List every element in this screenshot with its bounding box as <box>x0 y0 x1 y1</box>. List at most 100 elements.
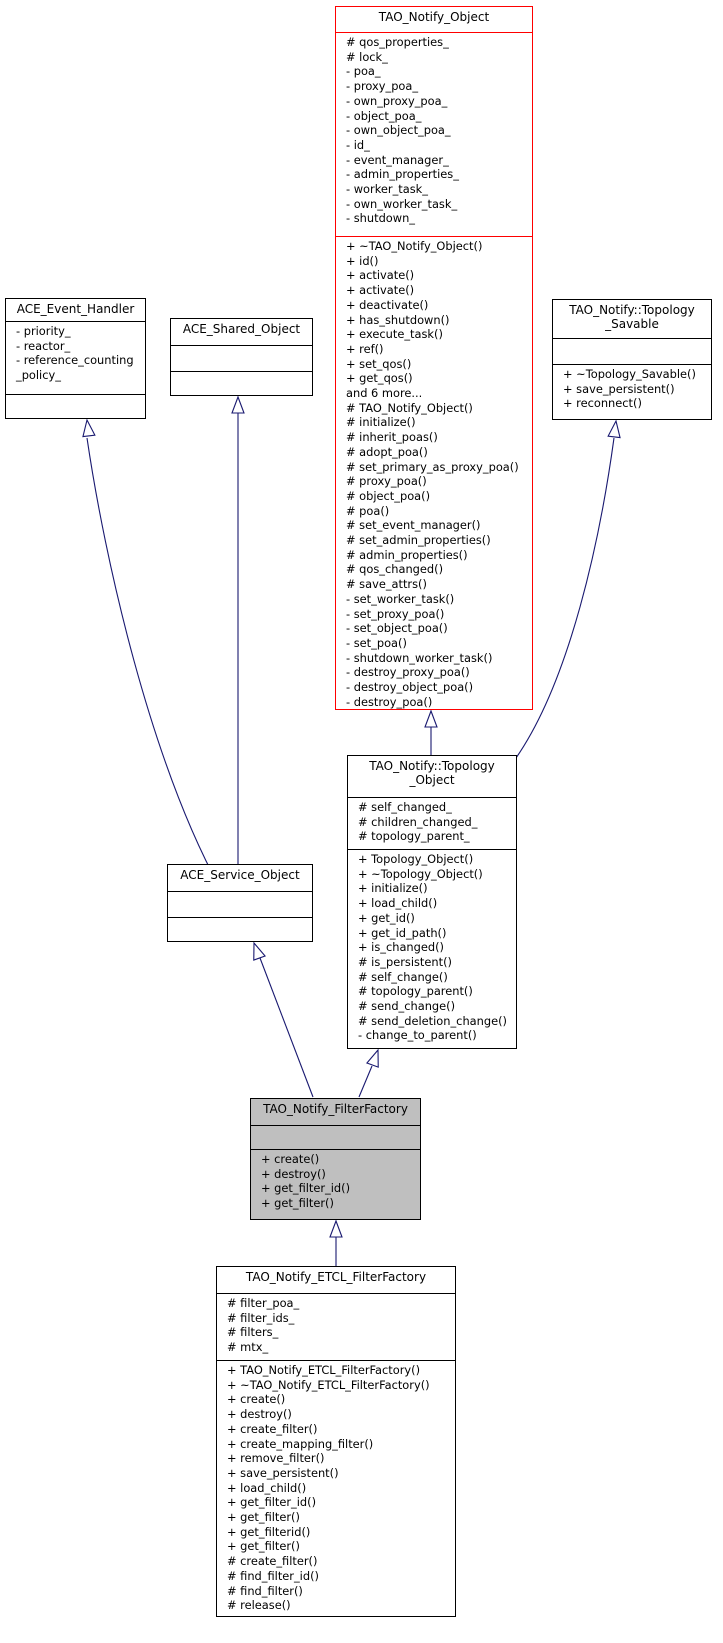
class-member: + destroy() <box>261 1166 326 1181</box>
class-member: + load_child() <box>227 1480 307 1495</box>
class-member: - reactor_ <box>16 338 71 353</box>
class-tao-notify-object[interactable]: TAO_Notify_Object # qos_properties_# loc… <box>335 6 533 710</box>
class-topology-savable[interactable]: TAO_Notify::Topology _Savable + ~Topolog… <box>552 299 712 420</box>
class-member: # send_change() <box>358 999 456 1014</box>
class-name: TAO_Notify::Topology _Savable <box>569 303 695 331</box>
class-ace-service-object[interactable]: ACE_Service_Object <box>167 864 313 942</box>
class-member: - change_to_parent() <box>358 1028 477 1043</box>
class-tao-notify-filter-factory[interactable]: TAO_Notify_FilterFactory + create()+ des… <box>250 1098 421 1220</box>
class-member: + get_filter() <box>261 1196 334 1211</box>
class-member: + get_filterid() <box>227 1524 311 1539</box>
attributes-compartment <box>251 1125 420 1149</box>
class-member: # is_persistent() <box>358 954 452 969</box>
class-member: # set_event_manager() <box>346 518 481 533</box>
class-member: - admin_properties_ <box>346 167 459 182</box>
class-member: # find_filter() <box>227 1583 303 1598</box>
class-member: # proxy_poa() <box>346 474 427 489</box>
class-member: + id() <box>346 253 379 268</box>
class-member: + activate() <box>346 283 415 298</box>
class-name: TAO_Notify_FilterFactory <box>263 1102 408 1116</box>
class-member: + create_filter() <box>227 1421 318 1436</box>
class-member: + TAO_Notify_ETCL_FilterFactory() <box>227 1363 421 1377</box>
class-member: + Topology_Object() <box>358 852 474 866</box>
methods-compartment: + ~TAO_Notify_Object()+ id()+ activate()… <box>336 236 532 711</box>
class-member: # mtx_ <box>227 1340 269 1355</box>
class-member: # lock_ <box>346 49 388 64</box>
edge-service-object-to-filter-factory <box>259 957 314 1098</box>
class-member: # initialize() <box>346 415 416 430</box>
attributes-compartment: # qos_properties_# lock_- poa_- proxy_po… <box>336 32 532 236</box>
class-name: TAO_Notify_ETCL_FilterFactory <box>245 1270 427 1284</box>
class-member: + ~Topology_Savable() <box>563 367 696 381</box>
class-member: - id_ <box>346 137 370 152</box>
class-member: + ref() <box>346 341 384 356</box>
inheritance-arrowhead <box>366 1048 379 1068</box>
class-member: - destroy_object_poa() <box>346 680 474 695</box>
class-tao-notify-etcl-filter-factory[interactable]: TAO_Notify_ETCL_FilterFactory # filter_p… <box>216 1266 456 1617</box>
edge-event-handler-to-service-object <box>86 437 221 889</box>
inheritance-arrowhead <box>231 395 245 414</box>
class-ace-shared-object[interactable]: ACE_Shared_Object <box>170 318 313 396</box>
class-member: # save_attrs() <box>346 577 427 592</box>
class-member: - worker_task_ <box>346 182 428 197</box>
class-ace-event-handler[interactable]: ACE_Event_Handler - priority_- reactor_-… <box>5 298 146 419</box>
methods-compartment: + TAO_Notify_ETCL_FilterFactory()+ ~TAO_… <box>217 1360 455 1616</box>
attributes-compartment: # self_changed_# children_changed_# topo… <box>348 797 516 849</box>
class-member: # send_deletion_change() <box>358 1013 507 1028</box>
class-member: # TAO_Notify_Object() <box>346 400 473 415</box>
class-member: - destroy_proxy_poa() <box>346 665 470 680</box>
class-member: + ~TAO_Notify_ETCL_FilterFactory() <box>227 1377 430 1392</box>
edge-topology-savable-to-topology-object <box>515 437 615 759</box>
attributes-compartment <box>168 891 312 917</box>
class-member: # release() <box>227 1598 291 1613</box>
class-member: # filters_ <box>227 1325 279 1340</box>
class-member: + get_filter_id() <box>261 1181 351 1196</box>
class-member: + ~Topology_Object() <box>358 866 483 881</box>
class-member: - own_object_poa_ <box>346 123 451 138</box>
class-member: # inherit_poas() <box>346 430 438 445</box>
class-member: + is_changed() <box>358 940 444 955</box>
class-member: # adopt_poa() <box>346 444 428 459</box>
class-name: ACE_Shared_Object <box>182 322 301 336</box>
class-member: # find_filter_id() <box>227 1568 319 1583</box>
class-member: - poa_ <box>346 64 381 79</box>
class-member: - own_proxy_poa_ <box>346 93 448 108</box>
class-member: + activate() <box>346 268 415 283</box>
methods-compartment: + ~Topology_Savable()+ save_persistent()… <box>553 364 711 419</box>
methods-compartment <box>168 917 312 941</box>
class-member: # poa() <box>346 503 390 518</box>
inheritance-arrowhead <box>82 418 96 438</box>
attributes-compartment <box>171 345 312 371</box>
class-member: # topology_parent_ <box>358 829 470 844</box>
class-member: # self_change() <box>358 969 448 984</box>
class-topology-object[interactable]: TAO_Notify::Topology _Object # self_chan… <box>347 755 517 1049</box>
class-member: + remove_filter() <box>227 1451 325 1466</box>
class-name: ACE_Event_Handler <box>16 302 135 316</box>
class-member: + get_id_path() <box>358 925 447 940</box>
class-member: + create_mapping_filter() <box>227 1436 374 1451</box>
attributes-compartment <box>553 338 711 364</box>
class-member: # object_poa() <box>346 488 431 503</box>
attributes-compartment: # filter_poa_# filter_ids_# filters_# mt… <box>217 1293 455 1360</box>
inheritance-arrowhead <box>253 941 266 961</box>
class-member: + get_qos() <box>346 371 413 386</box>
class-member: - proxy_poa_ <box>346 79 419 94</box>
class-member: # create_filter() <box>227 1554 318 1569</box>
class-member: + create() <box>227 1392 286 1407</box>
class-member: - set_object_poa() <box>346 621 448 636</box>
class-member: + initialize() <box>358 881 428 896</box>
inheritance-arrowhead <box>607 419 621 439</box>
methods-compartment: + Topology_Object()+ ~Topology_Object()+… <box>348 849 516 1048</box>
class-member: + execute_task() <box>346 327 443 342</box>
class-member: + destroy() <box>227 1407 292 1422</box>
class-member: + save_persistent() <box>563 381 675 396</box>
class-member: - shutdown_worker_task() <box>346 650 493 665</box>
class-member: + get_id() <box>358 910 415 925</box>
class-member: - event_manager_ <box>346 152 449 167</box>
class-member: + ~TAO_Notify_Object() <box>346 239 483 253</box>
class-member: - own_worker_task_ <box>346 196 458 211</box>
methods-compartment: + create()+ destroy()+ get_filter_id()+ … <box>251 1149 420 1219</box>
methods-compartment <box>171 371 312 395</box>
class-name: ACE_Service_Object <box>180 868 300 882</box>
